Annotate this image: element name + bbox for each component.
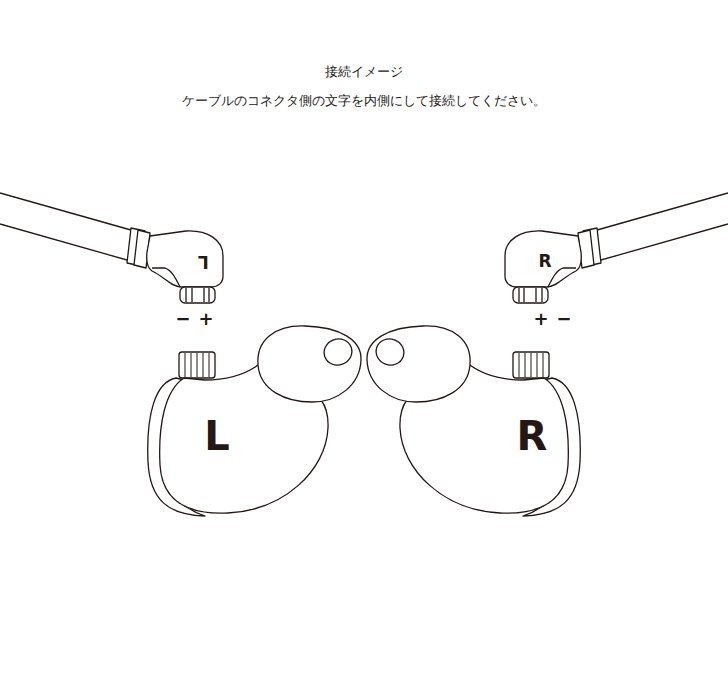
earphone-body: L [182, 406, 252, 466]
connector-letter-housing: R [530, 246, 560, 276]
connector-letter-housing: L [188, 246, 218, 276]
title: 接続イメージ [325, 63, 403, 81]
polarity-mark: − [556, 308, 571, 329]
polarity-mark: + [533, 308, 548, 329]
side-letter: R [517, 416, 548, 456]
side-letter: L [198, 253, 209, 270]
side-letter: L [204, 416, 230, 456]
polarity-mark: + [198, 308, 213, 329]
instruction: ケーブルのコネクタ側の文字を内側にして接続してください。 [182, 92, 546, 110]
polarity-mark: − [175, 308, 190, 329]
side-letter: R [538, 253, 551, 270]
earphone-body: R [497, 406, 567, 466]
